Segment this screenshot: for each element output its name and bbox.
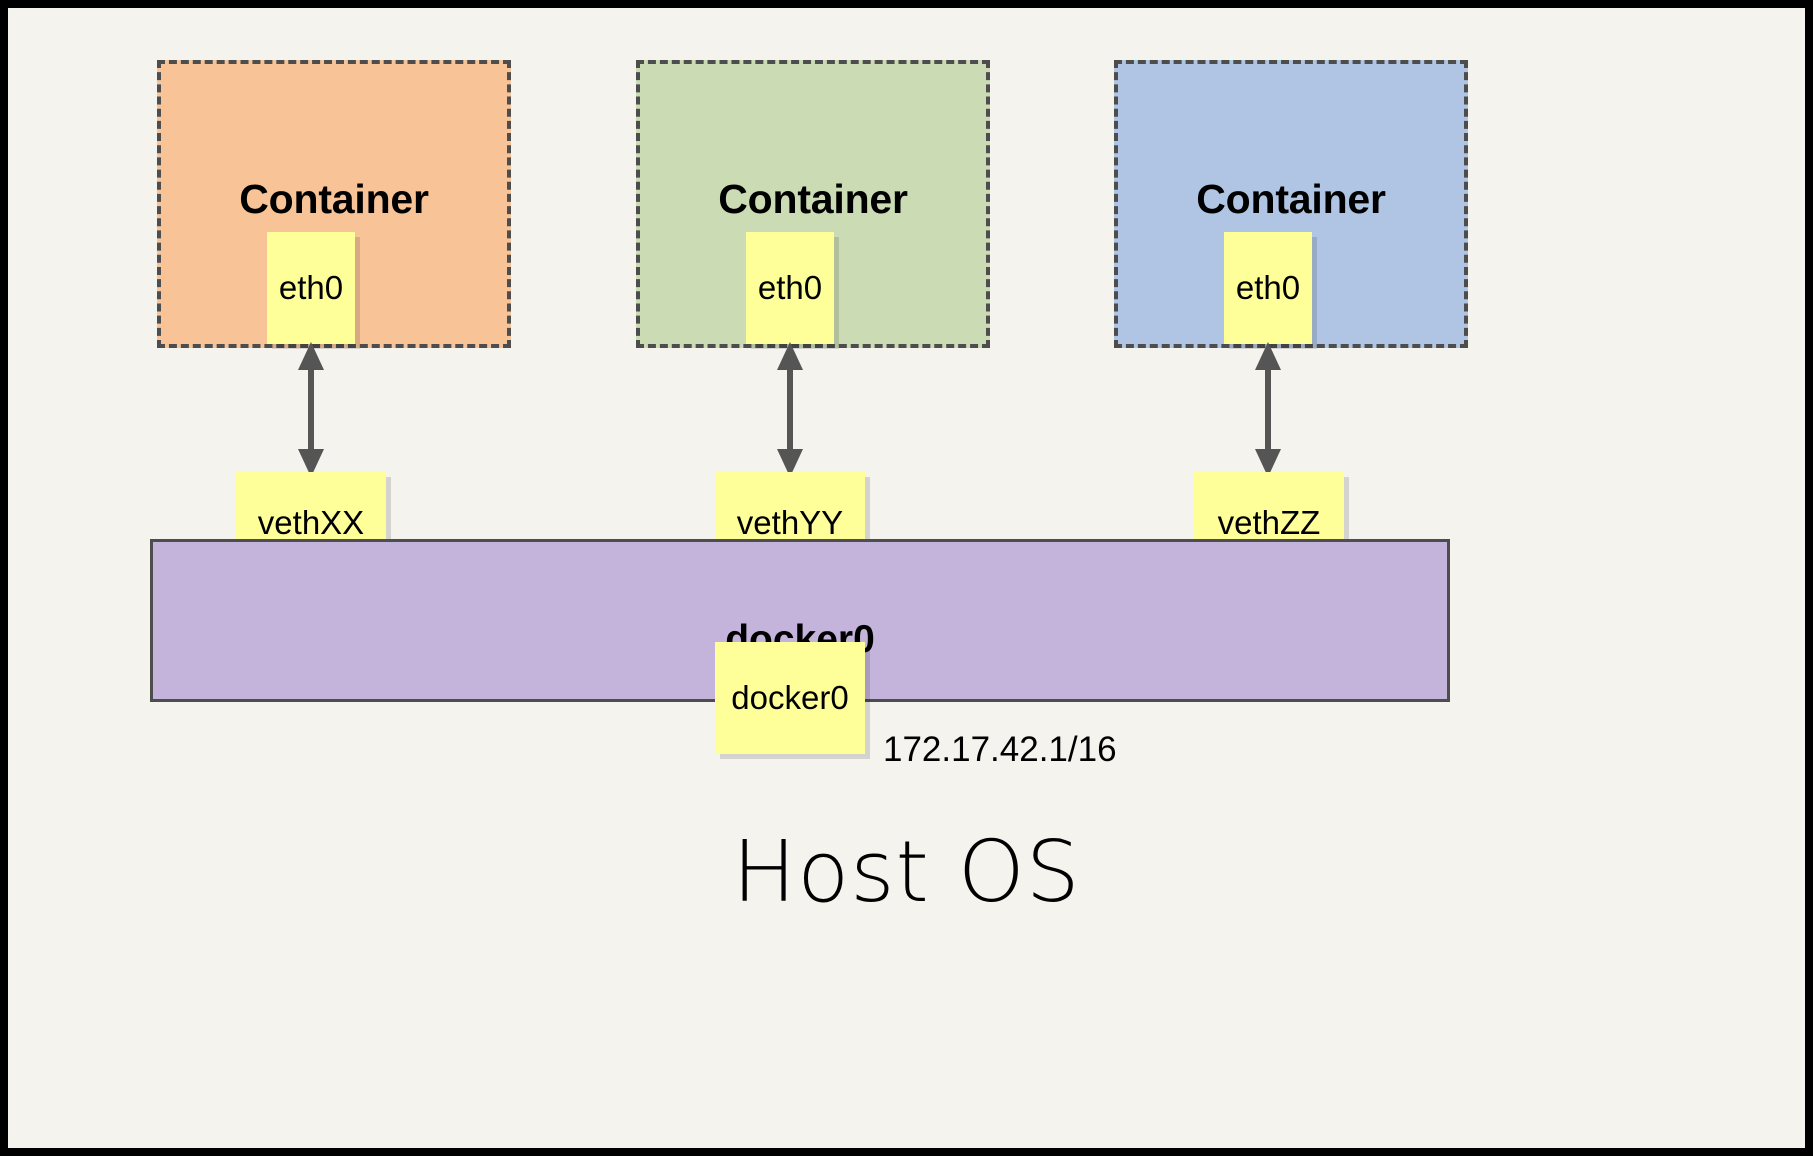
eth0-label-2: eth0 <box>757 269 823 306</box>
vethzz-label: vethZZ <box>1217 504 1321 541</box>
container-title-3: Container <box>1196 176 1386 222</box>
eth0-label-1: eth0 <box>278 269 344 306</box>
eth0-note-3: eth0 <box>1224 232 1312 344</box>
container-title-1: Container <box>239 176 429 222</box>
eth0-label-3: eth0 <box>1235 269 1301 306</box>
host-os-label: Host OS <box>732 823 1081 922</box>
container-box-2: Container <box>636 60 990 348</box>
docker0-interface-note: docker0 <box>715 642 865 754</box>
docker0-ip-address: 172.17.42.1/16 <box>883 730 1117 769</box>
link-arrow-2 <box>777 342 803 477</box>
link-arrow-1 <box>298 342 324 477</box>
vethyy-label: vethYY <box>736 504 844 541</box>
diagram-frame: Container eth0 vethXX Container eth0 vet… <box>8 8 1805 1148</box>
docker0-interface-label: docker0 <box>731 679 849 716</box>
container-title-2: Container <box>718 176 908 222</box>
vethxx-label: vethXX <box>257 504 365 541</box>
eth0-note-1: eth0 <box>267 232 355 344</box>
link-arrow-3 <box>1255 342 1281 477</box>
eth0-note-2: eth0 <box>746 232 834 344</box>
